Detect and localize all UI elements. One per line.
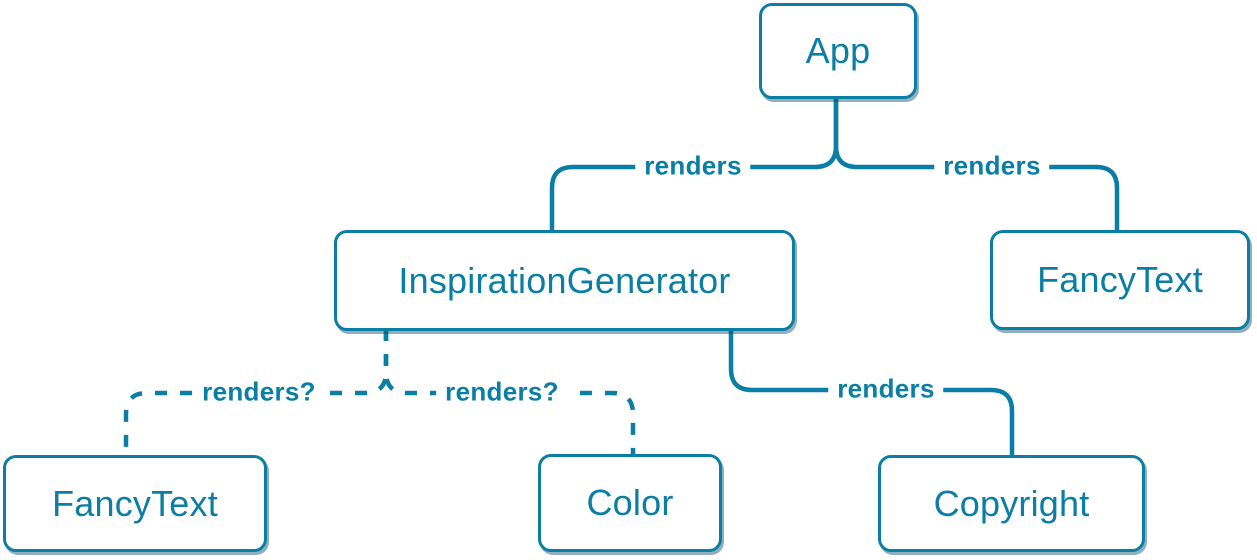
edge-label-inspirationgenerator-copyright: renders [828,372,944,406]
edge-label-inspirationgenerator-fancytext-bottom: renders? [193,375,325,409]
node-fancy-text-bottom: FancyText [3,455,267,552]
edge-label-app-inspirationgenerator: renders [635,149,751,183]
node-color: Color [538,454,722,552]
node-fancy-text-top: FancyText [990,230,1250,330]
edge-label-app-fancytext-top: renders [934,149,1050,183]
node-app: App [759,3,917,99]
edge-label-inspirationgenerator-color: renders? [436,375,568,409]
node-copyright: Copyright [878,455,1145,552]
node-inspiration-generator: InspirationGenerator [334,230,795,331]
